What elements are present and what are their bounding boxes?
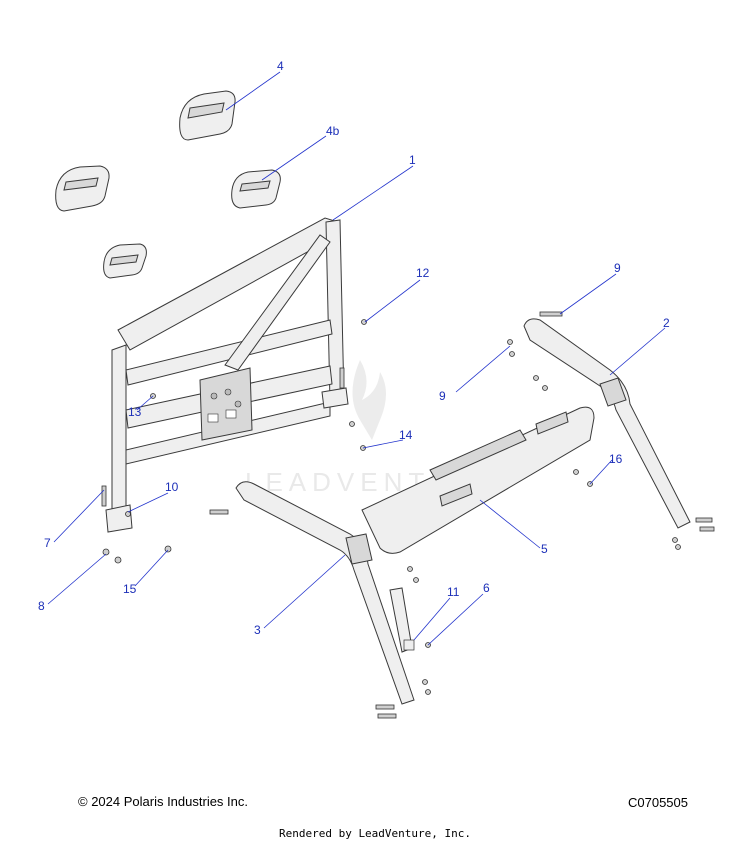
roll-bar-right-2 (523, 318, 691, 529)
copyright-text: © 2024 Polaris Industries Inc. (78, 794, 248, 809)
rendered-by-text: Rendered by LeadVenture, Inc. (278, 827, 472, 840)
handle-4b (231, 169, 281, 209)
handle-cover-4 (179, 90, 236, 141)
callout-9: 9 (614, 261, 621, 275)
callout-3: 3 (254, 623, 261, 637)
handle-cover-left (55, 165, 110, 212)
leader-lines (47, 71, 666, 646)
callout-4: 4 (277, 59, 284, 73)
callout-6: 6 (483, 581, 490, 595)
callouts: 4 4b 1 9 2 12 9 13 14 16 5 10 7 8 15 3 1… (38, 59, 670, 637)
callout-1: 1 (409, 153, 416, 167)
callout-4b: 4b (326, 124, 340, 138)
handle-small (103, 243, 147, 279)
callout-2: 2 (663, 316, 670, 330)
callout-14: 13 (128, 405, 142, 419)
callout-13: 12 (416, 266, 430, 280)
callout-11: 10 (165, 480, 179, 494)
callout-8: 8 (38, 599, 45, 613)
callout-5: 5 (541, 542, 548, 556)
bracket-12 (389, 587, 415, 653)
callout-15: 14 (399, 428, 413, 442)
callout-16: 15 (123, 582, 137, 596)
callout-7: 7 (44, 536, 51, 550)
roll-bar-left-3 (235, 481, 415, 705)
rear-frame-1 (105, 217, 349, 533)
callout-12: 11 (447, 585, 460, 599)
diagram-code: C0705505 (628, 795, 688, 810)
cross-panel-5 (361, 406, 595, 554)
callout-10: 9 (439, 389, 446, 403)
callout-17: 16 (609, 452, 623, 466)
